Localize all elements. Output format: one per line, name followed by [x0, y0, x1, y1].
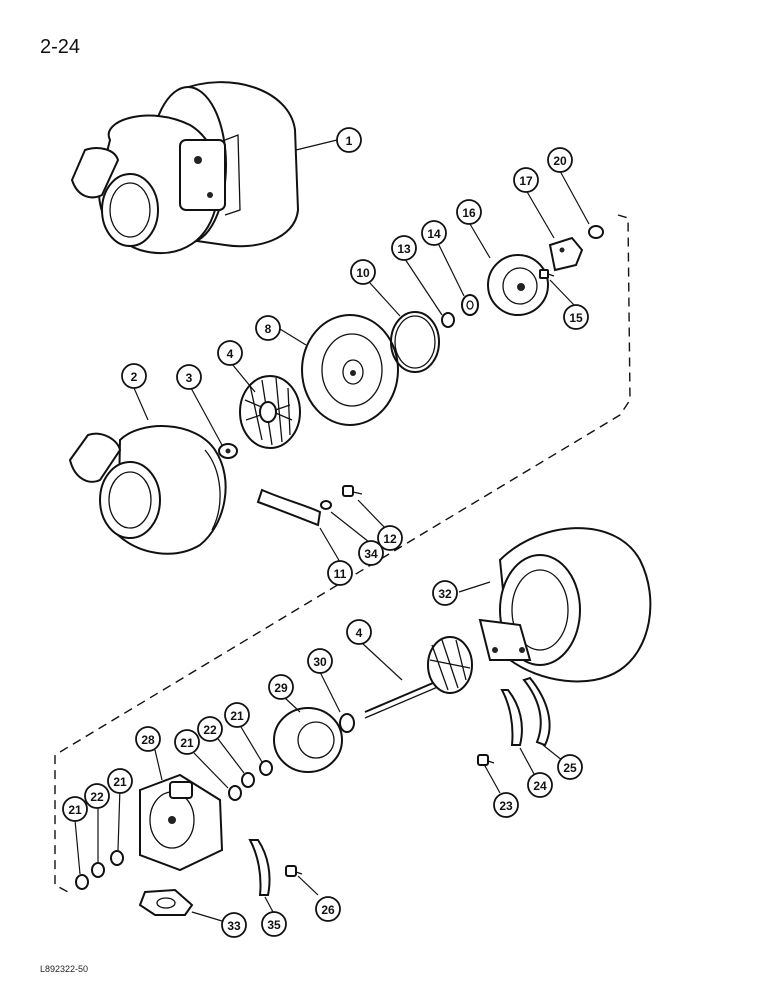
- lock-plate-part-11: [256, 488, 322, 527]
- callout-25: 25: [557, 754, 583, 780]
- callout-13: 13: [391, 235, 417, 261]
- svg-text:29: 29: [274, 681, 288, 695]
- thrust-bearing-part-16: [487, 254, 549, 316]
- svg-text:32: 32: [438, 587, 452, 601]
- callout-12: 12: [377, 525, 403, 551]
- svg-text:21: 21: [230, 709, 244, 723]
- assembly-boundary-line: [54, 214, 631, 893]
- bolt-part-23: [477, 754, 495, 766]
- svg-text:33: 33: [227, 919, 241, 933]
- callout-32: 32: [432, 580, 458, 606]
- callout-33: 33: [221, 912, 247, 938]
- svg-text:4: 4: [356, 626, 363, 640]
- svg-text:21: 21: [68, 803, 82, 817]
- svg-text:15: 15: [569, 311, 583, 325]
- svg-text:30: 30: [313, 655, 327, 669]
- svg-text:1: 1: [346, 134, 353, 148]
- callout-34: 34: [358, 540, 384, 566]
- svg-text:22: 22: [90, 790, 104, 804]
- lock-plate-part-25: [522, 676, 551, 747]
- callout-22-upper: 22: [197, 716, 223, 742]
- oil-deflector-part-29: [273, 707, 343, 773]
- svg-text:12: 12: [383, 532, 397, 546]
- turbocharger-assembly: [70, 81, 300, 255]
- compressor-wheel: [239, 375, 301, 449]
- bearing-housing-part-28: [139, 773, 224, 872]
- thrust-collar-part-14: [461, 294, 479, 316]
- svg-text:10: 10: [356, 266, 370, 280]
- svg-text:34: 34: [364, 547, 378, 561]
- compressor-housing: [68, 425, 227, 555]
- callout-29: 29: [268, 674, 294, 700]
- callout-10: 10: [350, 259, 376, 285]
- ring-part-30: [339, 713, 355, 733]
- callout-11: 11: [327, 560, 353, 586]
- callout-28: 28: [135, 726, 161, 752]
- nut-part-20: [588, 225, 604, 239]
- svg-text:24: 24: [533, 779, 547, 793]
- svg-text:17: 17: [519, 174, 533, 188]
- callout-21-lower-left: 21: [62, 796, 88, 822]
- figure-code: L892322-50: [40, 964, 89, 974]
- callout-20: 20: [547, 147, 573, 173]
- svg-text:8: 8: [265, 322, 272, 336]
- svg-text:20: 20: [553, 154, 567, 168]
- callout-30: 30: [307, 648, 333, 674]
- svg-text:14: 14: [427, 227, 441, 241]
- callout-4-compressor-wheel: 4: [217, 340, 243, 366]
- callout-2: 2: [121, 363, 147, 389]
- bolt-part-26: [285, 865, 303, 877]
- svg-text:28: 28: [141, 733, 155, 747]
- svg-text:21: 21: [113, 775, 127, 789]
- callout-21-lower-right: 21: [107, 768, 133, 794]
- callout-26: 26: [315, 896, 341, 922]
- callout-22-lower: 22: [84, 783, 110, 809]
- callout-15: 15: [563, 304, 589, 330]
- leader-lines: [74, 139, 590, 922]
- plate-part-17: [548, 236, 584, 272]
- callout-8: 8: [255, 315, 281, 341]
- callout-21-upper-left: 21: [174, 729, 200, 755]
- lock-plate-part-35: [248, 839, 271, 896]
- callout-4-turbine-shaft: 4: [346, 619, 372, 645]
- turbine-shaft-part-4: [364, 636, 473, 719]
- callout-35: 35: [261, 911, 287, 937]
- bolt-part-12: [342, 485, 363, 497]
- svg-text:11: 11: [334, 567, 347, 581]
- svg-text:13: 13: [397, 242, 411, 256]
- seal-ring-part-10: [390, 311, 440, 373]
- callout-17: 17: [513, 167, 539, 193]
- lock-plate-part-24: [500, 689, 523, 746]
- callout-23: 23: [493, 792, 519, 818]
- callout-14: 14: [421, 220, 447, 246]
- svg-text:25: 25: [563, 761, 577, 775]
- gasket-part-33: [138, 888, 194, 916]
- callout-21-upper-right: 21: [224, 702, 250, 728]
- center-housing-part-32: [478, 527, 652, 683]
- svg-text:35: 35: [267, 918, 281, 932]
- screw-part-15: [539, 269, 555, 279]
- callout-3: 3: [176, 364, 202, 390]
- svg-text:4: 4: [227, 347, 234, 361]
- page-number: 2-24: [40, 36, 81, 58]
- bearing-set-upper: [228, 760, 273, 801]
- callout-16: 16: [456, 199, 482, 225]
- svg-text:3: 3: [186, 371, 193, 385]
- svg-text:16: 16: [462, 206, 476, 220]
- svg-text:22: 22: [203, 723, 217, 737]
- ring-part-13: [441, 312, 455, 328]
- callout-1: 1: [336, 127, 362, 153]
- backplate-part-8: [301, 314, 399, 426]
- callout-24: 24: [527, 772, 553, 798]
- washer-part-34: [320, 500, 332, 510]
- svg-text:21: 21: [180, 736, 194, 750]
- bearing-set-lower: [75, 850, 124, 890]
- svg-text:23: 23: [499, 799, 513, 813]
- nut-part-3: [218, 443, 238, 459]
- svg-text:2: 2: [131, 370, 138, 384]
- svg-text:26: 26: [321, 903, 335, 917]
